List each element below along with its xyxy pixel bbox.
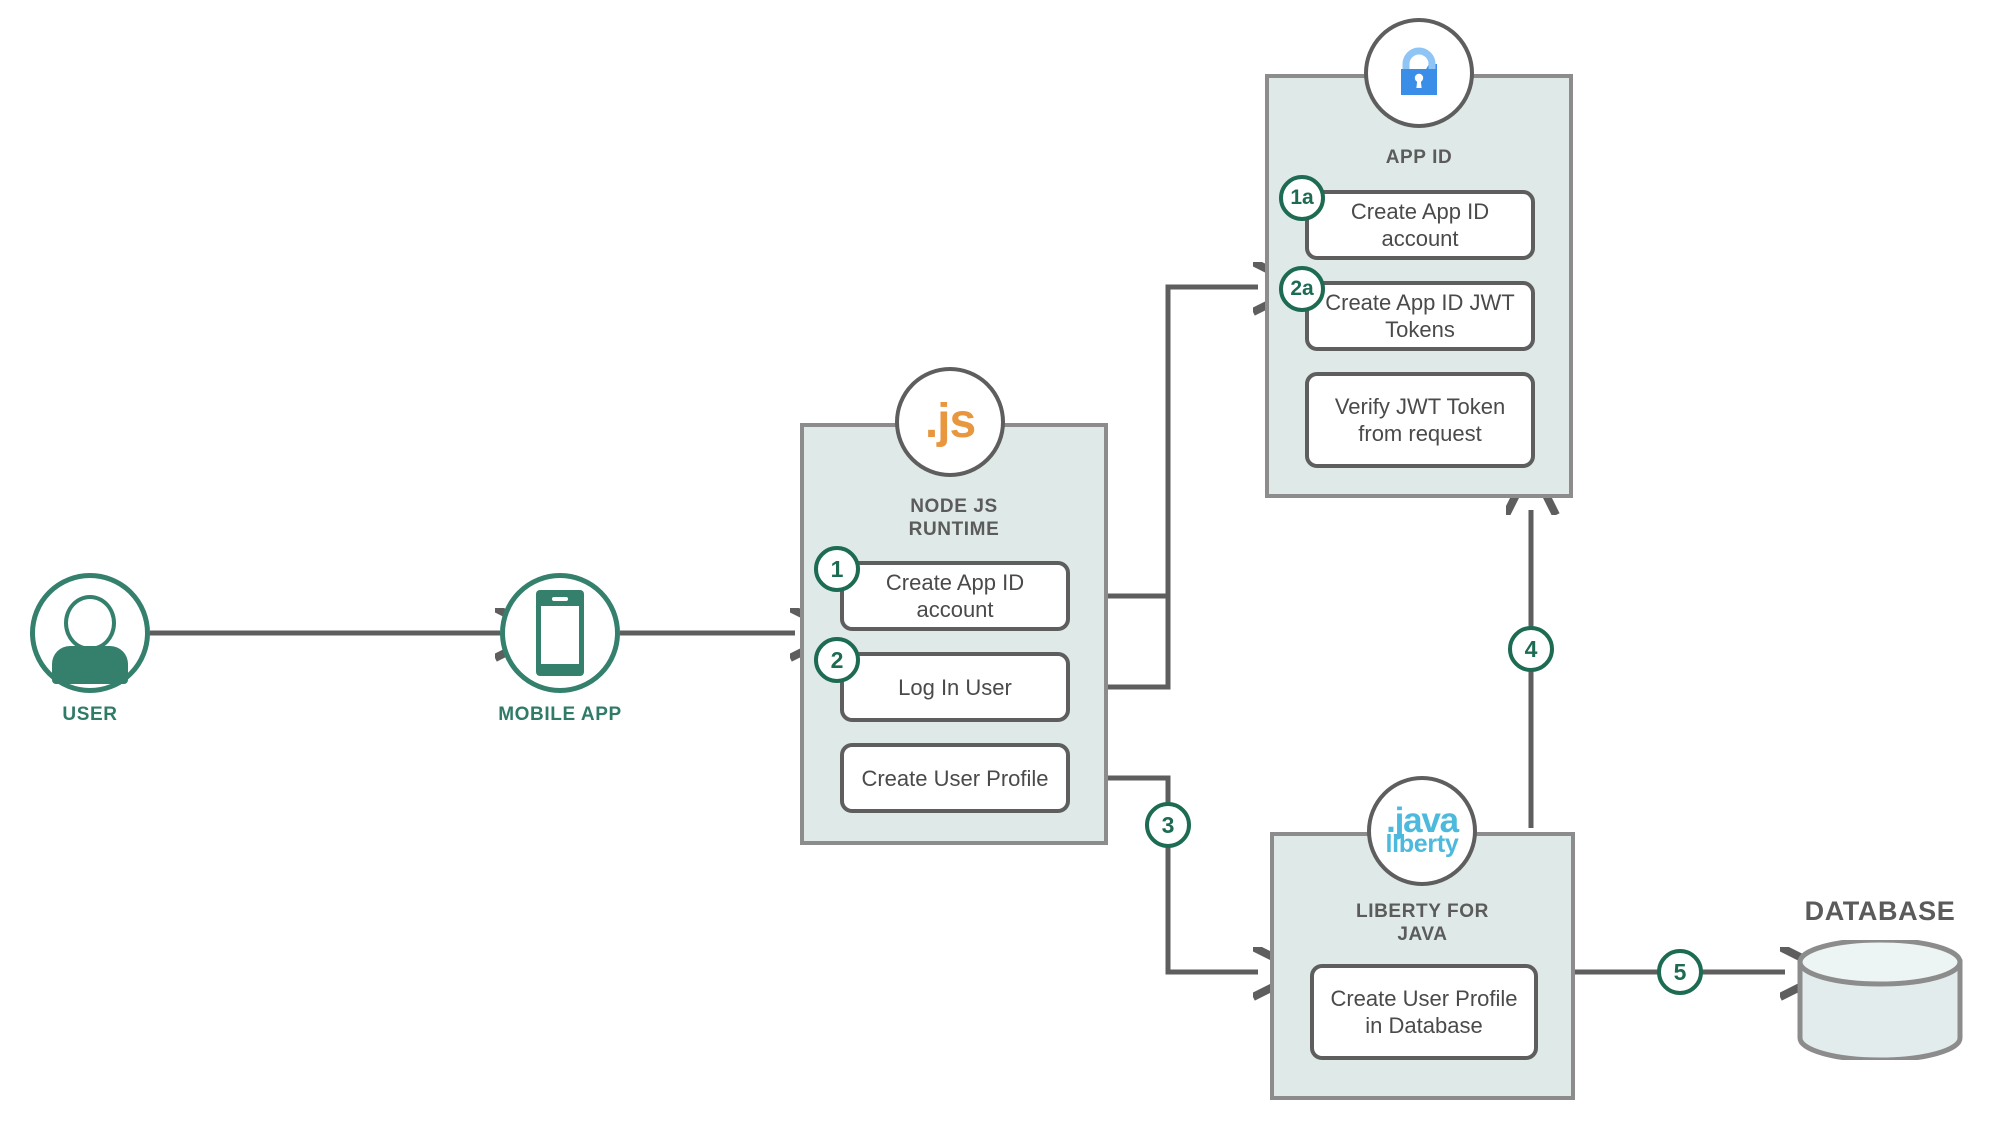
java-liberty-logo-circle: .java liberty — [1367, 776, 1477, 886]
phone-screen-icon — [541, 606, 579, 664]
java-logo-bottom: liberty — [1385, 830, 1459, 859]
zone-liberty-title-line2: JAVA — [1397, 924, 1448, 945]
step-badge-1: 1 — [814, 546, 860, 592]
card-appid-verify-jwt[interactable]: Verify JWT Token from request — [1305, 372, 1535, 468]
card-appid-create-jwt-tokens[interactable]: Create App ID JWT Tokens — [1305, 281, 1535, 351]
phone-speaker-icon — [552, 597, 568, 601]
actor-user-label: USER — [62, 704, 118, 725]
zone-app-id-title: APP ID — [1385, 147, 1453, 168]
card-nodejs-create-account[interactable]: Create App ID account — [840, 561, 1070, 631]
card-liberty-create-user-profile-db[interactable]: Create User Profile in Database — [1310, 964, 1538, 1060]
step-badge-5: 5 — [1657, 949, 1703, 995]
step-badge-2: 2 — [814, 637, 860, 683]
actor-mobile-app[interactable] — [500, 573, 620, 693]
step-badge-4: 4 — [1508, 626, 1554, 672]
step-badge-3: 3 — [1145, 802, 1191, 848]
zone-nodejs-title: NODE JS RUNTIME — [800, 495, 1108, 541]
actor-mobile-app-label: MOBILE APP — [498, 704, 622, 725]
java-logo-top: .java — [1386, 801, 1459, 841]
js-logo-circle: .js — [895, 367, 1005, 477]
user-body-icon — [52, 646, 128, 684]
actor-user[interactable] — [30, 573, 150, 693]
app-id-logo-circle — [1364, 18, 1474, 128]
js-logo-text: .js — [924, 395, 976, 448]
zone-liberty-title: LIBERTY FOR JAVA — [1270, 900, 1575, 946]
zone-nodejs-title-line1: NODE JS — [910, 496, 998, 517]
zone-nodejs-title-line2: RUNTIME — [908, 519, 1000, 540]
database-label: DATABASE — [1804, 896, 1956, 926]
mobile-phone-icon — [536, 590, 584, 676]
database-cylinder-icon — [1797, 937, 1963, 1063]
java-liberty-logo-text: .java liberty — [1385, 801, 1460, 859]
database-node[interactable] — [1795, 937, 1965, 1063]
zone-liberty-title-line1: LIBERTY FOR — [1356, 901, 1489, 922]
card-nodejs-create-user-profile[interactable]: Create User Profile — [840, 743, 1070, 813]
step-badge-2a: 2a — [1279, 266, 1325, 312]
lock-shield-icon — [1401, 47, 1437, 95]
user-head-icon — [64, 595, 116, 651]
step-badge-1a: 1a — [1279, 175, 1325, 221]
card-nodejs-login-user[interactable]: Log In User — [840, 652, 1070, 722]
card-appid-create-account[interactable]: Create App ID account — [1305, 190, 1535, 260]
